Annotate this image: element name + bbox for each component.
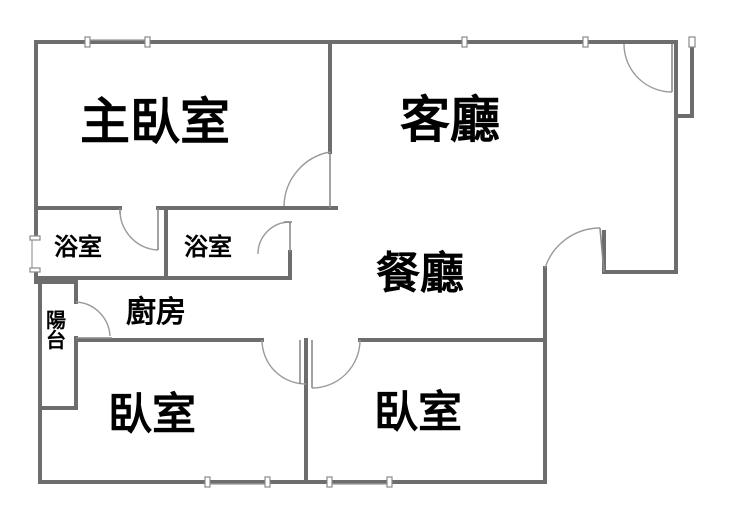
window-bedroom1-bottom-mark-1	[204, 476, 211, 488]
door-bath1-arc	[119, 209, 159, 251]
room-label-balcony-char-1: 陽	[46, 308, 66, 332]
window-bath1-left-mark-2	[29, 267, 41, 273]
door-bedroom1-arc	[261, 339, 307, 385]
door-master-arc	[283, 151, 331, 207]
room-label-dining-room: 餐廳	[376, 248, 464, 299]
outer-walls	[34, 40, 694, 484]
room-label-kitchen: 廚房	[126, 295, 186, 330]
room-label-living-room: 客廳	[400, 91, 500, 149]
outer-wall-right-top	[674, 40, 694, 118]
window-living-top-mark-1	[461, 36, 468, 48]
room-label-master-bedroom: 主臥室	[80, 93, 230, 151]
door-balcony-arc	[75, 301, 111, 337]
interior-walls	[34, 40, 547, 484]
doors	[75, 43, 673, 389]
room-label-balcony: 陽 台	[46, 310, 66, 350]
door-dining-arc	[544, 227, 601, 269]
window-master-top-mark-2	[144, 36, 151, 48]
room-label-bedroom-1: 臥室	[108, 389, 196, 440]
window-bedroom2-bottom-mark-1	[326, 476, 333, 488]
window-bedroom1-bottom-mark-2	[264, 476, 271, 488]
room-label-bathroom-1: 浴室	[54, 233, 102, 261]
room-label-balcony-char-2: 台	[46, 328, 66, 352]
room-label-bedroom-2: 臥室	[374, 387, 462, 438]
window-living-top-mark-2	[582, 36, 589, 48]
windows	[29, 36, 696, 488]
window-bath1-left-mark	[29, 235, 41, 241]
door-dining-leaf	[599, 227, 605, 273]
outer-wall-right	[602, 114, 678, 274]
window-right-top-mark	[688, 36, 696, 48]
window-master-top-mark-1	[84, 36, 91, 48]
window-bedroom2-bottom-mark-2	[386, 476, 393, 488]
door-bath2-arc	[257, 221, 291, 255]
door-bedroom2-arc	[311, 339, 361, 389]
door-entrance-arc	[623, 43, 673, 93]
room-label-bathroom-2: 浴室	[184, 233, 232, 261]
